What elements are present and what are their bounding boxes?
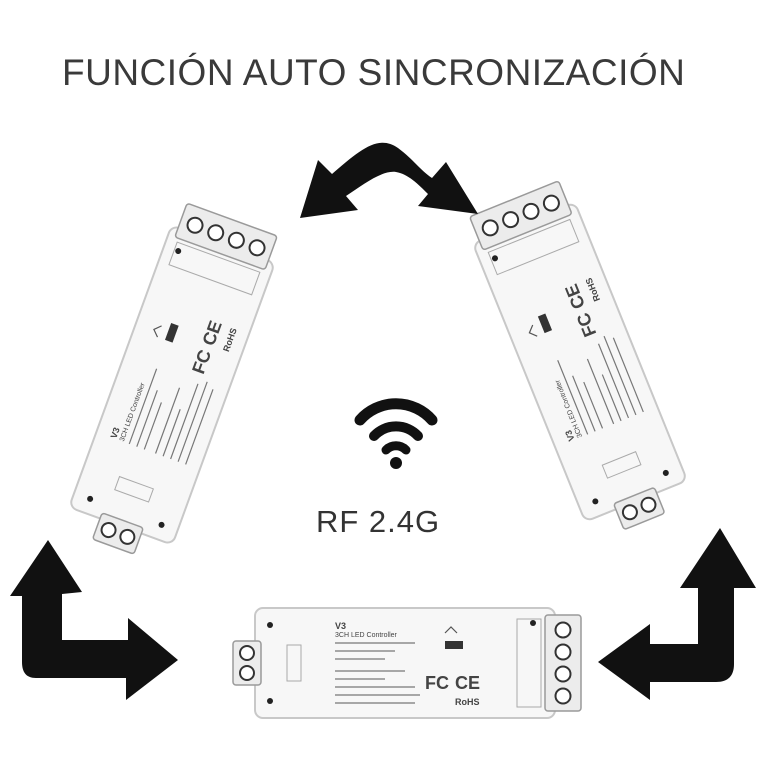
model-label-left: V3 <box>109 426 122 440</box>
page-title: FUNCIÓN AUTO SINCRONIZACIÓN <box>62 52 686 93</box>
sync-arrow-icon <box>598 528 756 700</box>
controller-bottom: V3 3CH LED Controller FC CE RoHS <box>232 607 582 719</box>
rf-frequency-label: RF 2.4G <box>316 504 441 539</box>
controller-right: V3 3CH LED Controller FC CE RoHS <box>462 177 697 544</box>
model-label-bottom: V3 <box>335 621 346 631</box>
sync-arrow-icon <box>10 540 178 700</box>
controller-left: V3 3CH LED Controller FC CE RoHS <box>60 199 285 567</box>
rohs-label-bottom: RoHS <box>455 697 480 707</box>
sync-arrow-icon <box>300 142 478 218</box>
fc-mark-icon: FC <box>425 673 449 693</box>
ce-mark-icon: CE <box>455 673 480 693</box>
model-label-right: V3 <box>563 429 576 443</box>
wifi-icon <box>354 398 438 469</box>
device-name-bottom: 3CH LED Controller <box>335 632 398 639</box>
